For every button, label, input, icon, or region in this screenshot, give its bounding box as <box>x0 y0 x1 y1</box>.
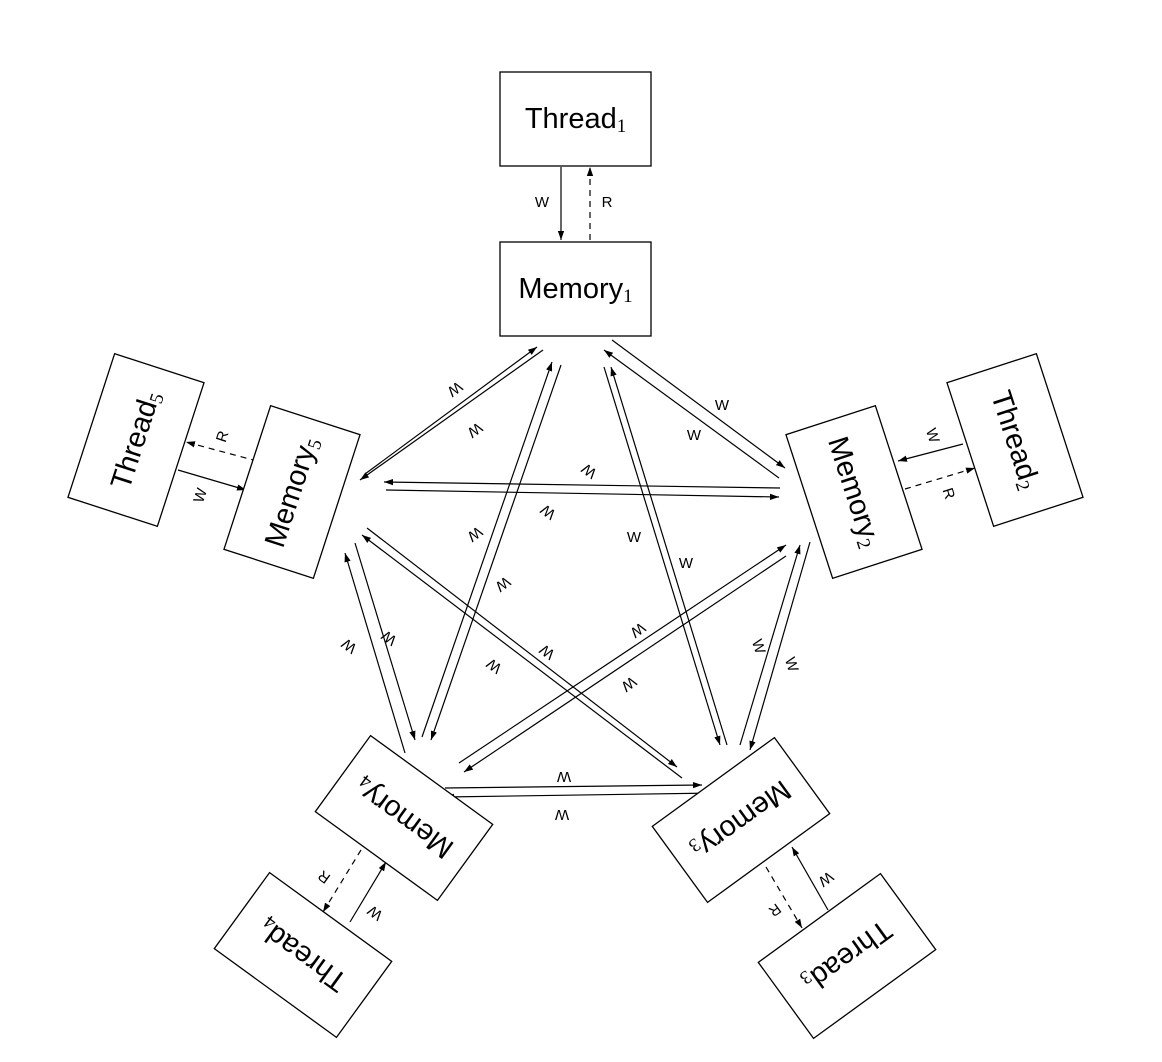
edge-memory1-to-memory2-write <box>611 339 786 469</box>
edge-label-w: W <box>483 654 505 677</box>
edge-label-w: W <box>554 806 569 823</box>
edge-label-w: W <box>491 573 513 596</box>
edge-thread4-to-memory4-write <box>349 861 387 923</box>
edge-thread2-to-memory2-write <box>897 443 964 462</box>
thread1-node: Thread1 <box>499 71 652 167</box>
edge-label-w: W <box>463 523 485 546</box>
edge-memory2-to-memory5-write <box>383 478 781 489</box>
edge-label-r: R <box>602 194 613 211</box>
edge-memory1-to-memory4-write <box>430 364 562 741</box>
edge-memory5-to-memory2-write <box>385 489 780 500</box>
edge-label-r: R <box>213 429 233 445</box>
edge-label-w: W <box>617 673 639 696</box>
edge-memory3-to-memory4-write <box>444 792 717 801</box>
edge-label-w: W <box>626 619 648 642</box>
svg-text:Memory1: Memory1 <box>518 273 632 307</box>
memory4-node: Memory4 <box>314 734 494 902</box>
edge-memory5-to-memory3-write <box>366 527 678 768</box>
edge-thread5-to-memory5-write <box>177 469 247 491</box>
thread1-subscript: 1 <box>617 116 627 137</box>
edge-memory4-to-memory3-write <box>444 781 703 789</box>
edge-label-w: W <box>535 194 550 211</box>
edge-memory3-to-memory1-write <box>610 366 728 746</box>
edge-label-w: W <box>627 529 642 546</box>
edge-memory2-to-thread2-read <box>904 467 976 490</box>
memory1-label: Memory <box>518 273 623 305</box>
edge-label-w: W <box>364 901 386 924</box>
edge-label-w: W <box>536 640 558 663</box>
thread4-node: Thread4 <box>213 871 393 1039</box>
edge-memory5-to-memory4-write <box>354 542 416 741</box>
edge-memory3-to-memory5-write <box>361 534 683 779</box>
edge-label-r: R <box>939 486 959 502</box>
edge-thread3-to-memory3-write <box>791 846 829 911</box>
edge-memory2-to-memory3-write <box>749 541 811 751</box>
memory1-node: Memory1 <box>499 241 652 337</box>
edge-label-w: W <box>190 485 211 505</box>
edge-memory5-to-memory1-write <box>364 346 538 475</box>
edge-label-w: W <box>578 459 600 482</box>
memory3-node: Memory3 <box>651 736 831 904</box>
edge-label-w: W <box>814 868 836 891</box>
edge-label-w: W <box>679 555 694 572</box>
edge-label-w: W <box>338 634 360 657</box>
edge-label-w: W <box>748 637 769 657</box>
thread5-node: Thread5 <box>67 352 205 528</box>
edge-memory2-to-memory1-write <box>603 349 780 479</box>
svg-text:Thread1: Thread1 <box>525 103 626 137</box>
edge-memory3-to-memory2-write <box>739 544 801 746</box>
edge-memory4-to-memory5-write <box>344 552 406 754</box>
edge-label-r: R <box>765 900 784 920</box>
edge-label-w: W <box>443 378 465 401</box>
edge-memory4-to-thread4-read <box>322 849 362 913</box>
thread1-label: Thread <box>525 103 617 135</box>
edge-memory4-to-memory1-write <box>421 361 553 738</box>
memory2-node: Memory2 <box>785 404 923 580</box>
edge-label-r: R <box>315 866 334 886</box>
thread2-node: Thread2 <box>946 352 1084 528</box>
edge-label-w: W <box>922 426 943 446</box>
edge-memory3-to-thread3-read <box>765 866 803 929</box>
edge-label-w: W <box>556 768 571 785</box>
edge-memory1-to-memory3-write <box>603 366 721 746</box>
memory5-node: Memory5 <box>223 404 361 580</box>
edge-memory4-to-memory2-write <box>458 544 787 764</box>
edge-label-w: W <box>463 419 485 442</box>
edge-label-w: W <box>715 397 730 414</box>
nodes: Thread1 Memory1 Thread2 Memory2 <box>67 71 1084 1040</box>
edge-memory5-to-thread5-read <box>185 441 258 462</box>
edge-label-w: W <box>537 500 559 523</box>
edge-label-w: W <box>687 427 702 444</box>
thread3-node: Thread3 <box>757 872 937 1040</box>
edge-memory1-to-memory5-write <box>359 349 544 481</box>
edge-memory2-to-memory4-write <box>463 555 787 773</box>
edge-label-w: W <box>781 655 802 675</box>
memory1-subscript: 1 <box>623 286 633 307</box>
